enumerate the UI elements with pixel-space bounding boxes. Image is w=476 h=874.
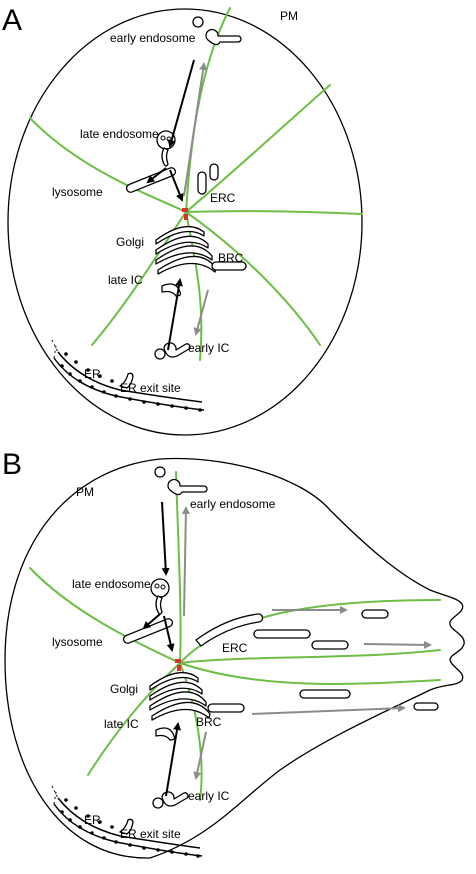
plasma-membrane-polarized (4, 457, 465, 859)
centrosome (182, 208, 188, 220)
label-early-endosome-b: early endosome (190, 497, 276, 511)
late-endosome-b (150, 578, 170, 615)
label-late-endosome: late endosome (80, 127, 159, 141)
label-er-b: ER (84, 813, 101, 827)
microtubule-network-b (29, 471, 441, 801)
transport-arrows (146, 59, 209, 351)
label-early-ic: early IC (188, 341, 230, 355)
panel-a: A (2, 4, 363, 436)
label-pm-b: PM (76, 485, 94, 499)
transport-arrows-b (142, 501, 432, 797)
label-late-endosome-b: late endosome (72, 577, 151, 591)
early-intermediate-compartment (154, 342, 191, 360)
label-lysosome: lysosome (52, 185, 103, 199)
late-intermediate-compartment (161, 283, 182, 297)
label-brc-b: BRC (196, 715, 222, 729)
label-early-endosome: early endosome (110, 31, 196, 45)
bidirectional-recycling-compartment (211, 261, 247, 271)
panel-a-letter: A (2, 4, 22, 37)
golgi-stack-b (149, 671, 211, 721)
endocytic-recycling-compartment (197, 163, 219, 195)
bidirectional-recycling-compartment-b (207, 703, 245, 713)
late-intermediate-compartment-b (155, 727, 176, 741)
recycling-tubules-b (195, 609, 439, 711)
label-erc-b: ERC (222, 641, 248, 655)
label-erc: ERC (210, 191, 236, 205)
label-er: ER (84, 367, 101, 381)
early-intermediate-compartment-b (152, 791, 189, 809)
plasma-membrane (7, 8, 363, 436)
panel-b-letter: B (2, 448, 22, 481)
label-pm: PM (280, 9, 298, 23)
label-er-exit-site: ER exit site (120, 381, 181, 395)
golgi-stack (155, 225, 217, 275)
label-late-ic-b: late IC (104, 717, 139, 731)
label-golgi: Golgi (116, 235, 144, 249)
microtubule-network (29, 7, 363, 361)
early-endosome (192, 16, 242, 46)
endoplasmic-reticulum-b (51, 785, 203, 858)
label-lysosome-b: lysosome (52, 635, 103, 649)
centrosome-b (175, 659, 181, 671)
panel-b: B (2, 448, 465, 859)
label-late-ic: late IC (108, 273, 143, 287)
label-golgi-b: Golgi (110, 682, 138, 696)
label-brc: BRC (218, 251, 244, 265)
early-endosome-b (154, 466, 208, 496)
label-er-exit-site-b: ER exit site (120, 827, 181, 841)
endoplasmic-reticulum (51, 339, 205, 412)
label-early-ic-b: early IC (188, 789, 230, 803)
